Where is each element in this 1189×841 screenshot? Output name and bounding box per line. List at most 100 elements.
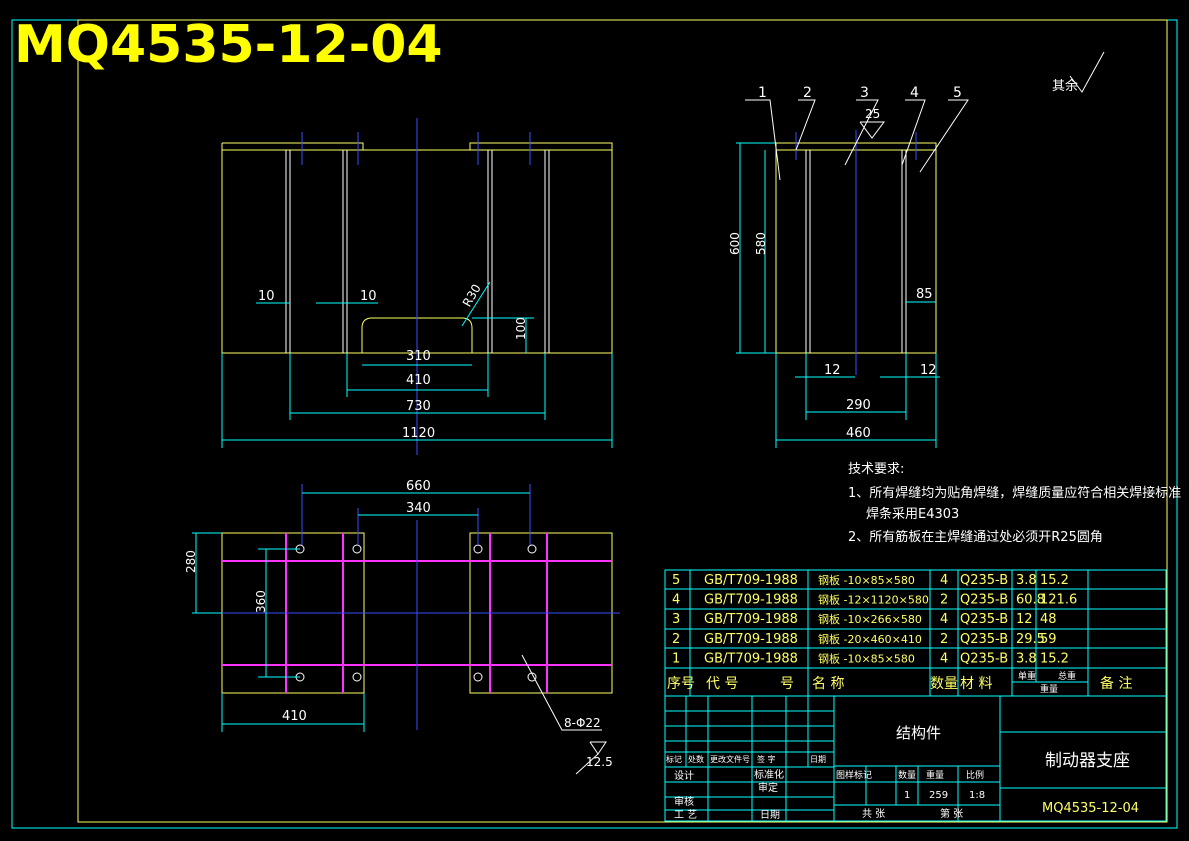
bom-row-1-code: GB/T709-1988 bbox=[704, 573, 798, 588]
bom-header-name: 名 称 bbox=[812, 676, 844, 692]
bom-row-2-total: 121.6 bbox=[1040, 593, 1077, 608]
dim-460: 460 bbox=[846, 426, 871, 441]
dim-1120: 1120 bbox=[402, 426, 435, 441]
bom-header-qty: 数量 bbox=[930, 676, 958, 692]
bom-row-5-code: GB/T709-1988 bbox=[704, 651, 798, 666]
roughness-other-label: 其余 bbox=[1052, 78, 1078, 94]
weight-value: 259 bbox=[929, 790, 948, 801]
dim-580: 580 bbox=[754, 232, 768, 255]
rev-header-count: 处数 bbox=[688, 754, 704, 764]
part-name: 制动器支座 bbox=[1045, 751, 1130, 771]
bom-row-4-qty: 2 bbox=[940, 632, 948, 647]
rev-header-file: 更改文件号 bbox=[710, 754, 750, 764]
stage-header-scale: 比例 bbox=[966, 769, 984, 781]
sheet-no: 第 张 bbox=[940, 807, 963, 820]
title-block-grid bbox=[664, 695, 1167, 822]
balloon-1: 1 bbox=[758, 85, 767, 101]
bom-row-1-unit: 3.8 bbox=[1016, 573, 1037, 588]
process-label: 工 艺 bbox=[674, 809, 697, 821]
bom-row-3-material: Q235-B bbox=[960, 612, 1008, 627]
bom-row-3-qty: 4 bbox=[940, 612, 948, 627]
bom-row-2-no: 4 bbox=[672, 593, 680, 608]
part-type: 结构件 bbox=[896, 724, 941, 742]
outer-border bbox=[11, 19, 1178, 829]
bom-row-5-material: Q235-B bbox=[960, 651, 1008, 666]
bom-row-3-total: 48 bbox=[1040, 612, 1057, 627]
balloon-4: 4 bbox=[910, 85, 919, 101]
inner-frame bbox=[77, 19, 1168, 823]
bom-header-material: 材 料 bbox=[960, 676, 992, 692]
bom-row-5-name: 钢板 -10×85×580 bbox=[818, 651, 915, 665]
bom-header-total: 总重 bbox=[1058, 670, 1076, 682]
dim-340: 340 bbox=[406, 501, 431, 516]
dim-290: 290 bbox=[846, 398, 871, 413]
hole-callout: 8-Φ22 bbox=[564, 716, 601, 730]
stage-header-mark: 图样标记 bbox=[836, 769, 872, 781]
bom-row-1-material: Q235-B bbox=[960, 573, 1008, 588]
dim-410-top: 410 bbox=[282, 709, 307, 724]
dim-r30: R30 bbox=[460, 282, 484, 309]
dim-310: 310 bbox=[406, 349, 431, 364]
drawing-number-heading: MQ4535-12-04 bbox=[14, 15, 443, 75]
bom-row-4-name: 钢板 -20×460×410 bbox=[818, 632, 922, 646]
check-label: 审核 bbox=[674, 795, 694, 808]
dim-360: 360 bbox=[254, 590, 268, 613]
tech-req-title: 技术要求: bbox=[848, 462, 904, 477]
stage-header-qty: 数量 bbox=[898, 769, 916, 781]
bom-row-2-name: 钢板 -12×1120×580 bbox=[818, 593, 929, 607]
standardize-label: 标准化 bbox=[754, 768, 784, 781]
bom-row-4-code: GB/T709-1988 bbox=[704, 632, 798, 647]
stage-header-weight: 重量 bbox=[926, 769, 944, 781]
design-label: 设计 bbox=[674, 769, 694, 782]
bom-header-code: 代 号 bbox=[706, 676, 738, 692]
side-view bbox=[736, 99, 969, 448]
roughness-symbol-icon bbox=[1069, 51, 1105, 93]
scale-value: 1:8 bbox=[969, 790, 985, 801]
dim-730: 730 bbox=[406, 399, 431, 414]
bom-row-5-qty: 4 bbox=[940, 651, 948, 666]
dim-410-front: 410 bbox=[406, 373, 431, 388]
bom-row-1-name: 钢板 -10×85×580 bbox=[818, 573, 915, 587]
dim-10-left: 10 bbox=[258, 289, 275, 304]
bom-row-2-qty: 2 bbox=[940, 593, 948, 608]
bom-header-weight: 重量 bbox=[1040, 683, 1058, 695]
rev-header-sign: 签 字 bbox=[757, 754, 776, 764]
dim-600: 600 bbox=[728, 232, 742, 255]
dim-12-right: 12 bbox=[920, 363, 937, 378]
qty-value: 1 bbox=[904, 790, 910, 801]
bom-row-1-no: 5 bbox=[672, 573, 680, 588]
tech-req-line1: 1、所有焊缝均为贴角焊缝，焊缝质量应符合相关焊接标准 bbox=[848, 485, 1181, 501]
hole-roughness: 12.5 bbox=[586, 755, 613, 769]
balloon-3: 3 bbox=[860, 85, 869, 101]
bom-table-grid bbox=[664, 569, 1167, 697]
dim-10-right: 10 bbox=[360, 289, 377, 304]
title-drawing-no: MQ4535-12-04 bbox=[1042, 801, 1139, 816]
sheets-total: 共 张 bbox=[862, 808, 885, 820]
bom-header-unit: 单重 bbox=[1018, 670, 1036, 682]
bom-row-1-qty: 4 bbox=[940, 573, 948, 588]
rev-header-date: 日期 bbox=[810, 755, 826, 764]
bom-row-3-unit: 12 bbox=[1016, 612, 1033, 627]
balloon-2: 2 bbox=[803, 85, 812, 101]
tech-req-line1b: 焊条采用E4303 bbox=[866, 506, 959, 522]
bom-header-code-tail: 号 bbox=[780, 676, 794, 692]
dim-85: 85 bbox=[916, 287, 933, 302]
bom-row-3-code: GB/T709-1988 bbox=[704, 612, 798, 627]
bom-row-2-unit: 60.8 bbox=[1016, 593, 1045, 608]
bom-row-5-no: 1 bbox=[672, 651, 680, 666]
bom-row-3-name: 钢板 -10×266×580 bbox=[818, 612, 922, 626]
date-label: 日期 bbox=[760, 809, 780, 821]
bom-row-3-no: 3 bbox=[672, 612, 680, 627]
top-view bbox=[192, 484, 620, 775]
bom-row-2-code: GB/T709-1988 bbox=[704, 593, 798, 608]
dim-12-left: 12 bbox=[824, 363, 841, 378]
rev-header-mark: 标记 bbox=[666, 754, 682, 764]
bom-row-5-unit: 3.8 bbox=[1016, 651, 1037, 666]
bom-row-2-material: Q235-B bbox=[960, 593, 1008, 608]
bom-header-no: 序号 bbox=[667, 676, 695, 692]
front-view bbox=[221, 118, 613, 455]
tech-req-line2: 2、所有筋板在主焊缝通过处必须开R25圆角 bbox=[848, 529, 1103, 545]
balloon-5: 5 bbox=[953, 85, 962, 101]
dim-280: 280 bbox=[184, 550, 198, 573]
approve-label: 审定 bbox=[758, 781, 778, 794]
